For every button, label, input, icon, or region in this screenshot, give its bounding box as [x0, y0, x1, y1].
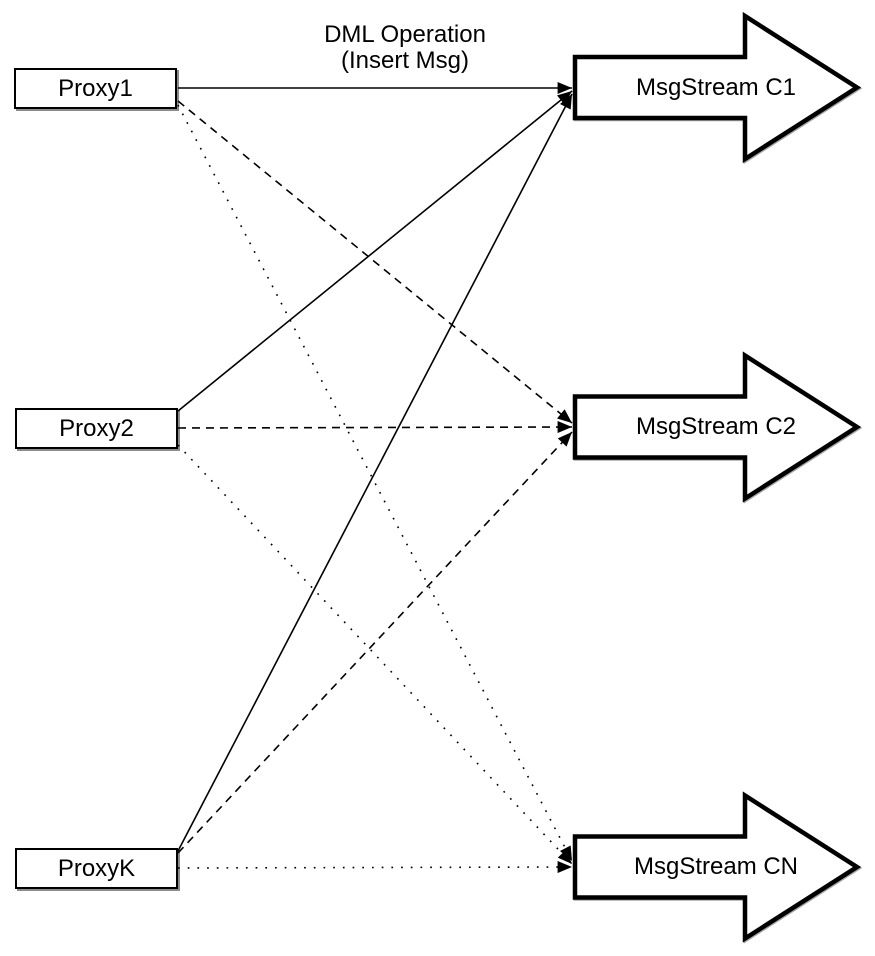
proxy2-node: Proxy2 — [15, 408, 178, 449]
proxyk-label: ProxyK — [57, 854, 136, 882]
proxy2-label: Proxy2 — [59, 414, 134, 442]
proxy1-node: Proxy1 — [14, 68, 177, 109]
edge-proxyk-to-cn-dotted — [177, 861, 573, 874]
proxyk-node: ProxyK — [15, 848, 178, 889]
msgstream-cn-arrow-shape — [572, 791, 862, 943]
edge-proxy2-to-c1-solid — [177, 90, 573, 412]
edge-proxyk-to-c1-solid — [177, 93, 573, 852]
diagram-title-line1: DML Operation — [324, 21, 486, 48]
edge-proxy1-to-cn-dotted — [177, 104, 573, 862]
msgstream-c1-arrow-shape — [572, 11, 862, 164]
msgstream-c2-arrow-shape — [572, 351, 862, 503]
edge-proxyk-to-c2-dashed — [177, 431, 573, 854]
edge-proxy2-to-c2-dashed — [177, 421, 573, 434]
diagram-title-line2: (Insert Msg) — [340, 47, 469, 74]
edge-proxy1-to-c2-dashed — [177, 100, 573, 424]
proxy1-label: Proxy1 — [58, 74, 133, 102]
edge-proxy2-to-cn-dotted — [177, 444, 573, 865]
diagram-title: DML Operation (Insert Msg) — [255, 22, 555, 74]
